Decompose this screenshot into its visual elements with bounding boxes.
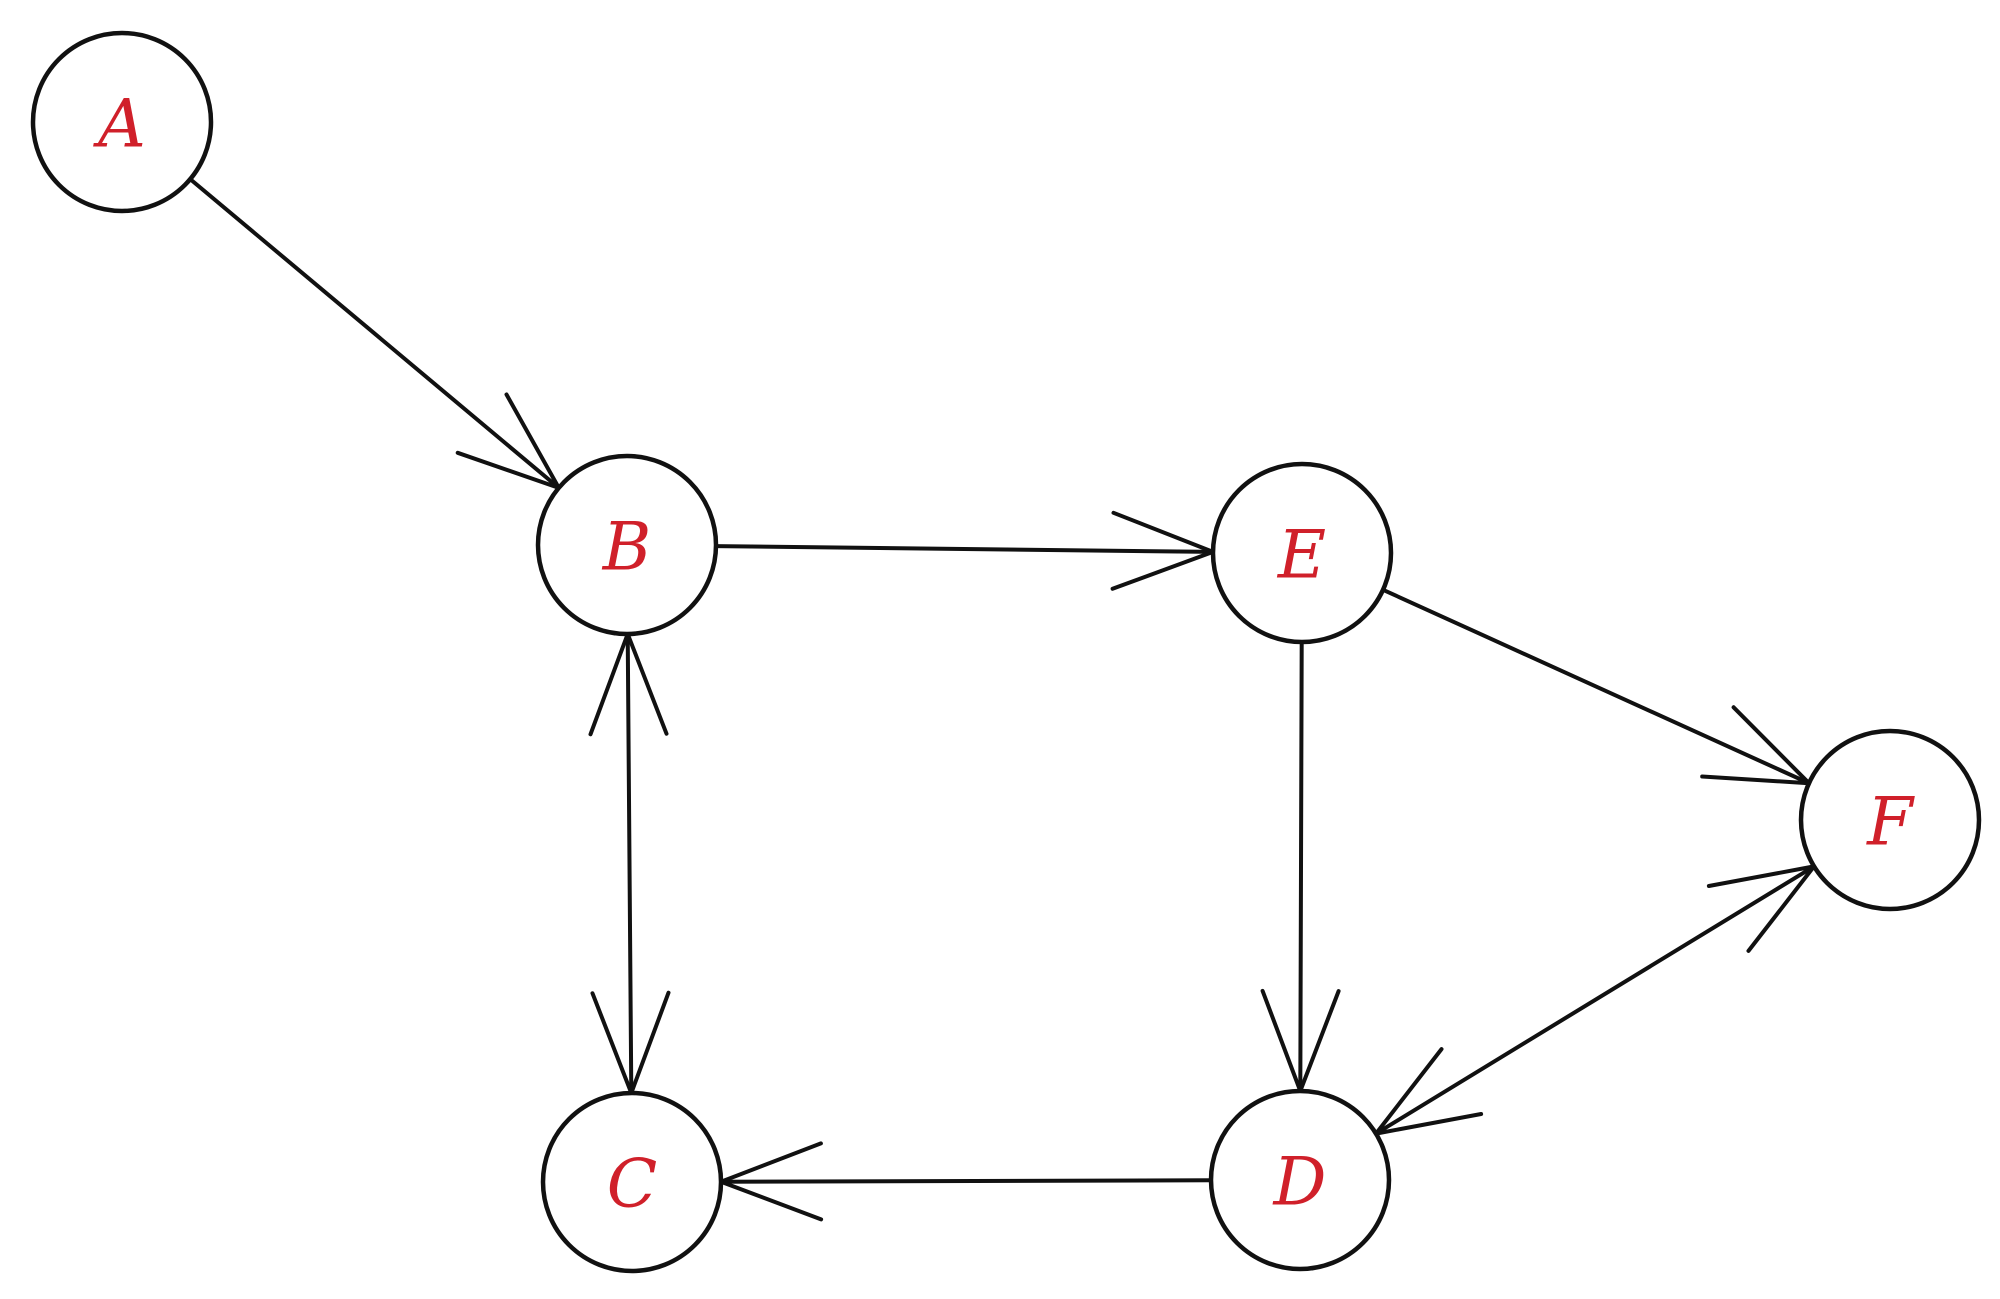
node-label: A <box>92 86 146 163</box>
node-label: B <box>602 509 652 586</box>
edge-e-d <box>1260 640 1341 1093</box>
node-circle <box>540 1090 724 1274</box>
node-a: A <box>30 30 214 214</box>
node-circle <box>535 453 719 637</box>
edge-a-b <box>188 177 561 490</box>
arrowhead-end-icon <box>1706 864 1816 953</box>
edge-d-f <box>1374 864 1816 1136</box>
nodes-layer: A B C D E F <box>30 30 1982 1274</box>
node-f: F <box>1798 728 1982 912</box>
edge-e-f <box>1381 587 1811 786</box>
node-circle <box>1208 1088 1392 1272</box>
node-label: F <box>1866 784 1915 861</box>
edge-line <box>1381 587 1811 786</box>
edge-d-c <box>719 1141 1213 1222</box>
node-d: D <box>1208 1088 1392 1272</box>
edge-line <box>714 544 1215 554</box>
node-circle <box>1798 728 1982 912</box>
node-label: E <box>1277 517 1326 594</box>
edges-layer <box>188 177 1816 1222</box>
edge-line <box>1298 640 1304 1093</box>
node-label: C <box>607 1146 658 1223</box>
node-c: C <box>540 1090 724 1274</box>
node-circle <box>30 30 214 214</box>
arrowhead-start-icon <box>1374 1047 1484 1136</box>
node-circle <box>1210 461 1394 645</box>
edge-line <box>625 632 634 1095</box>
edge-line <box>188 177 561 490</box>
edge-b-e <box>714 510 1215 591</box>
edge-b-c <box>588 632 671 1095</box>
node-e: E <box>1210 461 1394 645</box>
arrowhead-end-icon <box>1700 705 1811 786</box>
node-b: B <box>535 453 719 637</box>
edge-line <box>1374 864 1816 1136</box>
node-label: D <box>1273 1144 1327 1221</box>
edge-line <box>719 1178 1213 1184</box>
